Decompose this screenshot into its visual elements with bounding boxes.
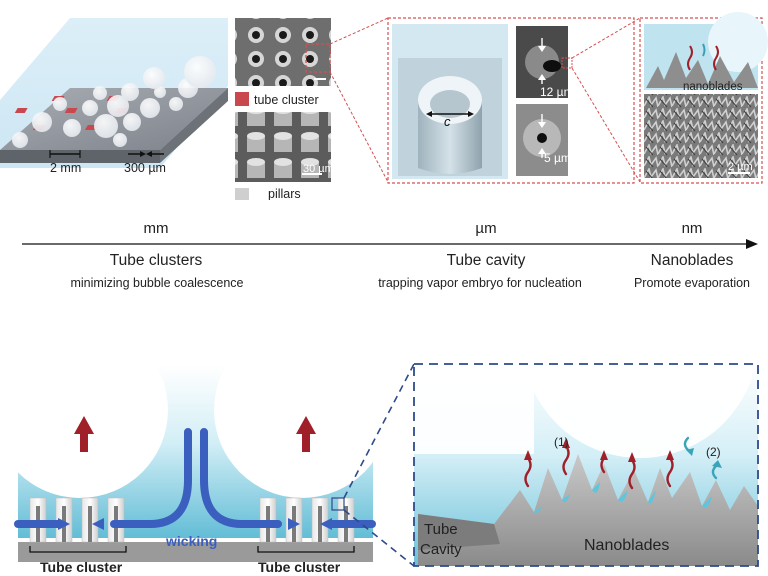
sem-pillars-image: 30 µm [235, 112, 334, 182]
zoom-connector-bottom [343, 363, 415, 567]
tube-cluster-label-left: Tube cluster [40, 559, 123, 575]
top-illustration-row: 2 mm 300 µm tube cluster 30 µm pillars c [0, 12, 768, 200]
cavity-symbol-c: c [444, 114, 451, 129]
desc-nanoblades: Promote evaporation [633, 276, 751, 290]
sem-tube-cluster-image [235, 18, 331, 86]
unit-mm: mm [143, 220, 169, 237]
title-tube-clusters: Tube clusters [109, 252, 203, 269]
tube-label: Tube [424, 521, 458, 538]
substrate-illustration: 2 mm 300 µm [0, 18, 228, 175]
bottom-illustration-row: wicking Tube cluster Tube cluster [0, 360, 759, 575]
nanoblades-label: Nanoblades [584, 537, 669, 554]
legend-tube-cluster: tube cluster [254, 93, 319, 107]
wicking-label: wicking [165, 533, 217, 549]
tube-cluster-label-right: Tube cluster [258, 559, 341, 575]
nanoblades-small-label: nanoblades [683, 81, 743, 93]
zoom-connector-2 [571, 17, 641, 183]
title-tube-cavity: Tube cavity [446, 252, 526, 269]
nanoblades-zoom-panel: (1) (2) Tube Cavity Nanoblades [413, 360, 759, 567]
unit-um: µm [475, 220, 497, 237]
dim-300um-label: 300 µm [124, 161, 166, 175]
legend-pillars: pillars [268, 187, 301, 200]
tube-cluster-swatch [235, 92, 249, 106]
marker-1: (1) [554, 435, 569, 449]
zoom-connector-1 [329, 17, 389, 183]
scale-axis-arrow [22, 239, 758, 249]
desc-tube-cavity: trapping vapor embryo for nucleation [378, 276, 582, 290]
tube-cavity-panel: c 12 µm 5 µm [387, 17, 635, 184]
scale-30um-label: 30 µm [303, 163, 334, 175]
label-12um: 12 µm [540, 85, 574, 99]
marker-2: (2) [706, 445, 721, 459]
label-5um: 5 µm [544, 151, 571, 165]
scale-2um-label: 2 µm [728, 161, 753, 173]
unit-nm: nm [681, 220, 703, 237]
boiling-cross-section: wicking Tube cluster Tube cluster [0, 360, 390, 575]
title-nanoblades: Nanoblades [650, 252, 734, 269]
pillars-swatch [235, 188, 249, 200]
nanoblades-panel: nanoblades 2 µm [639, 12, 768, 184]
dim-2mm-label: 2 mm [50, 161, 81, 175]
cavity-label: Cavity [420, 541, 462, 558]
desc-tube-clusters: minimizing bubble coalescence [70, 276, 244, 290]
